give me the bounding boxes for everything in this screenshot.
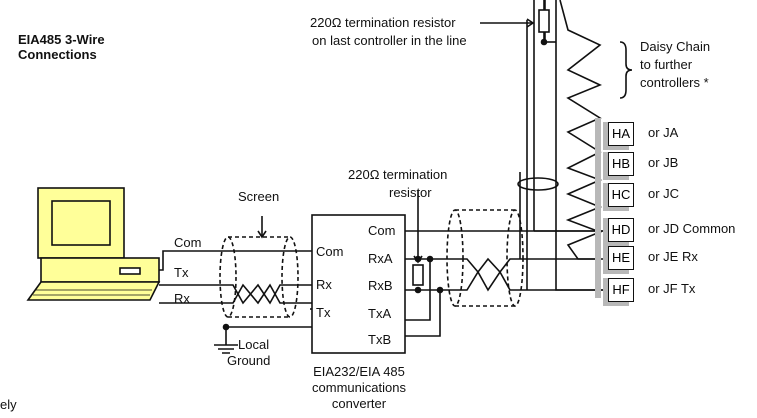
pc-rx-label: Rx <box>174 291 190 306</box>
converter-caption-line1: EIA232/EIA 485 <box>313 364 405 379</box>
resistor-converter-label-line2: resistor <box>389 185 432 200</box>
tx-wire <box>159 283 312 305</box>
terminal-hc: HC <box>608 183 634 207</box>
terminal-hc-alt: or JC <box>648 186 680 201</box>
computer-icon <box>26 187 161 301</box>
converter-rx-in: Rx <box>316 277 332 292</box>
converter-rxa-out: RxA <box>368 251 393 266</box>
daisy-zigzag <box>559 0 603 260</box>
terminal-ha-alt: or JA <box>648 125 679 140</box>
terminal-hf-alt: or JF Tx <box>648 281 696 296</box>
daisy-chain-label-line2: to further <box>640 57 693 72</box>
converter-com-out: Com <box>368 223 396 238</box>
terminal-he: HE <box>608 246 634 270</box>
converter-txa-out: TxA <box>368 306 392 321</box>
converter-txb-out: TxB <box>368 332 392 347</box>
footnote-fragment: ely <box>0 397 17 412</box>
converter-caption-line3: converter <box>331 396 387 411</box>
terminal-he-alt: or JE Rx <box>648 249 698 264</box>
terminal-hb-alt: or JB <box>648 155 679 170</box>
ground-label-line2: Ground <box>227 353 271 368</box>
terminal-hd-alt: or JD Common <box>648 222 736 236</box>
converter-box <box>311 214 406 354</box>
resistor-last-label-line2: on last controller in the line <box>312 33 467 48</box>
converter-tx-in: Tx <box>316 305 331 320</box>
converter-com-in: Com <box>316 244 344 259</box>
terminal-hf: HF <box>608 278 634 302</box>
resistor-last-label-line1: 220Ω termination resistor <box>310 15 456 30</box>
resistor-converter <box>412 264 424 286</box>
resistor-last <box>538 9 550 33</box>
rx-wire <box>159 283 312 305</box>
com-wire <box>159 250 312 271</box>
diagram-title-line1: EIA485 3-Wire <box>18 32 105 47</box>
resistor-converter-label-line1: 220Ω termination <box>348 167 448 182</box>
ground-label-line1: Local <box>238 337 270 352</box>
converter-caption-line2: communications <box>312 380 406 395</box>
converter-rxb-out: RxB <box>368 278 393 293</box>
daisy-chain-label-line1: Daisy Chain <box>640 39 711 54</box>
terminal-hd: HD <box>608 218 634 242</box>
pc-com-label: Com <box>174 235 202 250</box>
terminal-ha: HA <box>608 122 634 146</box>
pc-tx-label: Tx <box>174 265 189 280</box>
daisy-chain-label-line3: controllers * <box>640 75 709 90</box>
terminal-hb: HB <box>608 152 634 176</box>
screen-label: Screen <box>238 189 280 204</box>
diagram-title-line2: Connections <box>18 47 97 62</box>
